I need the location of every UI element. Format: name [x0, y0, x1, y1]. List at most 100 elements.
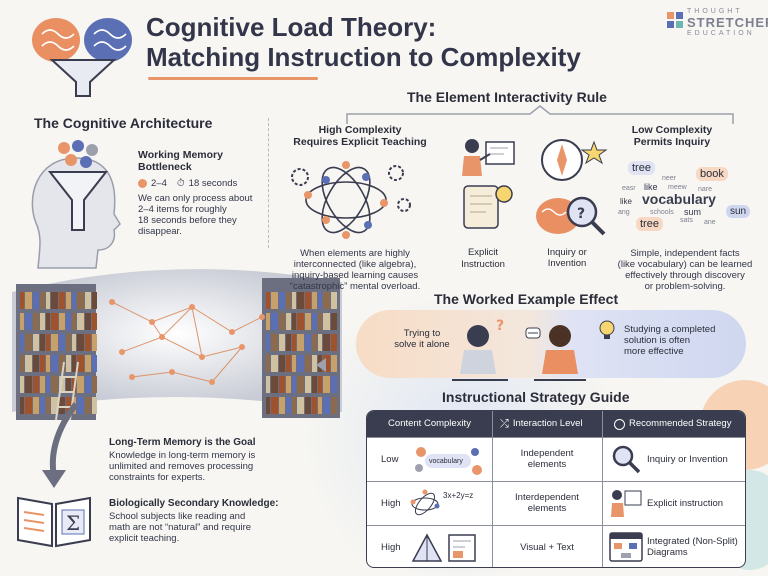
teacher-board-icon — [611, 490, 642, 517]
book-spine — [59, 397, 65, 414]
col-interaction-level: ⤮ Interaction Level — [492, 411, 602, 437]
book-spine — [323, 397, 330, 414]
book-spine — [85, 397, 91, 414]
book-spine — [72, 355, 76, 372]
book-spine — [292, 334, 296, 351]
book-spine — [66, 334, 71, 351]
open-book-sigma-icon: Σ — [17, 496, 91, 548]
book-spine — [72, 292, 76, 309]
book-spine — [25, 376, 32, 393]
book-spine — [305, 355, 311, 372]
book-spine — [292, 376, 296, 393]
book-spine — [271, 376, 278, 393]
row-icon-label: vocabulary — [429, 458, 463, 465]
book-spine — [40, 334, 45, 351]
book-spine — [20, 355, 24, 372]
book-spine — [40, 292, 45, 309]
brain-funnel-icon — [32, 18, 132, 97]
book-spine — [286, 355, 291, 372]
book-spine — [20, 292, 24, 309]
book-spine — [85, 376, 91, 393]
book-spine — [279, 397, 285, 414]
vocabulary-bubbles-icon — [415, 447, 482, 475]
book-spine — [77, 334, 84, 351]
book-spine — [266, 313, 270, 330]
head-funnel-icon — [31, 140, 121, 269]
title-line-1: Cognitive Load Theory: — [146, 12, 437, 42]
book-spine — [20, 397, 24, 414]
book-spine — [20, 376, 24, 393]
word: easr — [622, 185, 636, 192]
high-complexity-title: High Complexity Requires Explicit Teachi… — [293, 124, 427, 148]
row-strategy: Explicit instruction — [647, 498, 724, 509]
book-spine — [323, 334, 330, 351]
book-spine — [323, 355, 330, 372]
svg-text:?: ? — [577, 206, 585, 222]
explicit-instruction-label: Explicit Instruction — [461, 247, 505, 270]
book-spine — [46, 334, 50, 351]
stopwatch-icon: ⏱ — [176, 178, 185, 189]
book-spine — [85, 313, 91, 330]
book-spine — [318, 313, 322, 330]
book-spine — [305, 292, 311, 309]
column-divider — [492, 411, 493, 567]
play-triangle-icon — [316, 358, 326, 372]
book-spine — [92, 397, 97, 414]
book-spine — [85, 355, 91, 372]
book-spine — [40, 313, 45, 330]
book-spine — [51, 355, 58, 372]
book-spine — [271, 313, 278, 330]
book-spine — [25, 313, 32, 330]
page-title: Cognitive Load Theory: Matching Instruct… — [146, 12, 581, 72]
word-chip: tree — [636, 217, 663, 231]
book-spine — [331, 355, 337, 372]
long-term-memory-library-illustration — [12, 269, 342, 421]
book-spine — [305, 397, 311, 414]
row-interaction: Independent elements — [520, 448, 574, 470]
word-highlight: vocabulary — [642, 191, 716, 207]
book-spine — [66, 397, 71, 414]
book-spine — [286, 376, 291, 393]
book-spine — [318, 397, 322, 414]
book-spine — [92, 376, 97, 393]
book-spine — [46, 376, 50, 393]
arrow-down-icon — [42, 402, 79, 488]
book-spine — [59, 292, 65, 309]
strategy-table: Content Complexity ⤮ Interaction Level R… — [366, 410, 746, 568]
book-spine — [292, 292, 296, 309]
book-spine — [305, 334, 311, 351]
book-spine — [20, 334, 24, 351]
book-spine — [297, 334, 304, 351]
table-row: High 3x+2y=z Interdependent elements Exp… — [367, 481, 745, 525]
word: ang — [618, 209, 630, 216]
word-chip: book — [696, 167, 728, 181]
book-spine — [25, 292, 32, 309]
book-spine — [20, 313, 24, 330]
row-complexity: Low — [381, 454, 399, 465]
integrated-diagram-icon — [609, 532, 643, 562]
book-spine — [331, 334, 337, 351]
solve-alone-label: Trying to solve it alone — [394, 328, 450, 350]
row-interaction: Visual + Text — [520, 542, 574, 553]
book-spine — [323, 313, 330, 330]
compass-icon — [614, 418, 625, 430]
table-row: High Visual + Text Integrated (Non-Split… — [367, 525, 745, 567]
vocabulary-word-cloud: tree book neer easr like meew nare like … — [614, 155, 764, 240]
book-spine — [46, 313, 50, 330]
book-spine — [279, 334, 285, 351]
book-spine — [25, 355, 32, 372]
row-complexity: High — [381, 542, 401, 553]
book-spine — [46, 355, 50, 372]
book-spine — [312, 313, 317, 330]
row-strategy: Integrated (Non-Split) Diagrams — [647, 536, 738, 558]
word-chip: tree — [628, 161, 655, 175]
row-interaction: Interdependent elements — [515, 492, 579, 514]
book-spine — [323, 292, 330, 309]
book-spine — [33, 334, 39, 351]
book-spine — [331, 397, 337, 414]
students-illustration: ? — [452, 318, 586, 381]
svg-text:Σ: Σ — [66, 511, 80, 535]
book-spine — [46, 397, 50, 414]
row-complexity: High — [381, 498, 401, 509]
teacher-scroll-icon — [462, 139, 515, 229]
